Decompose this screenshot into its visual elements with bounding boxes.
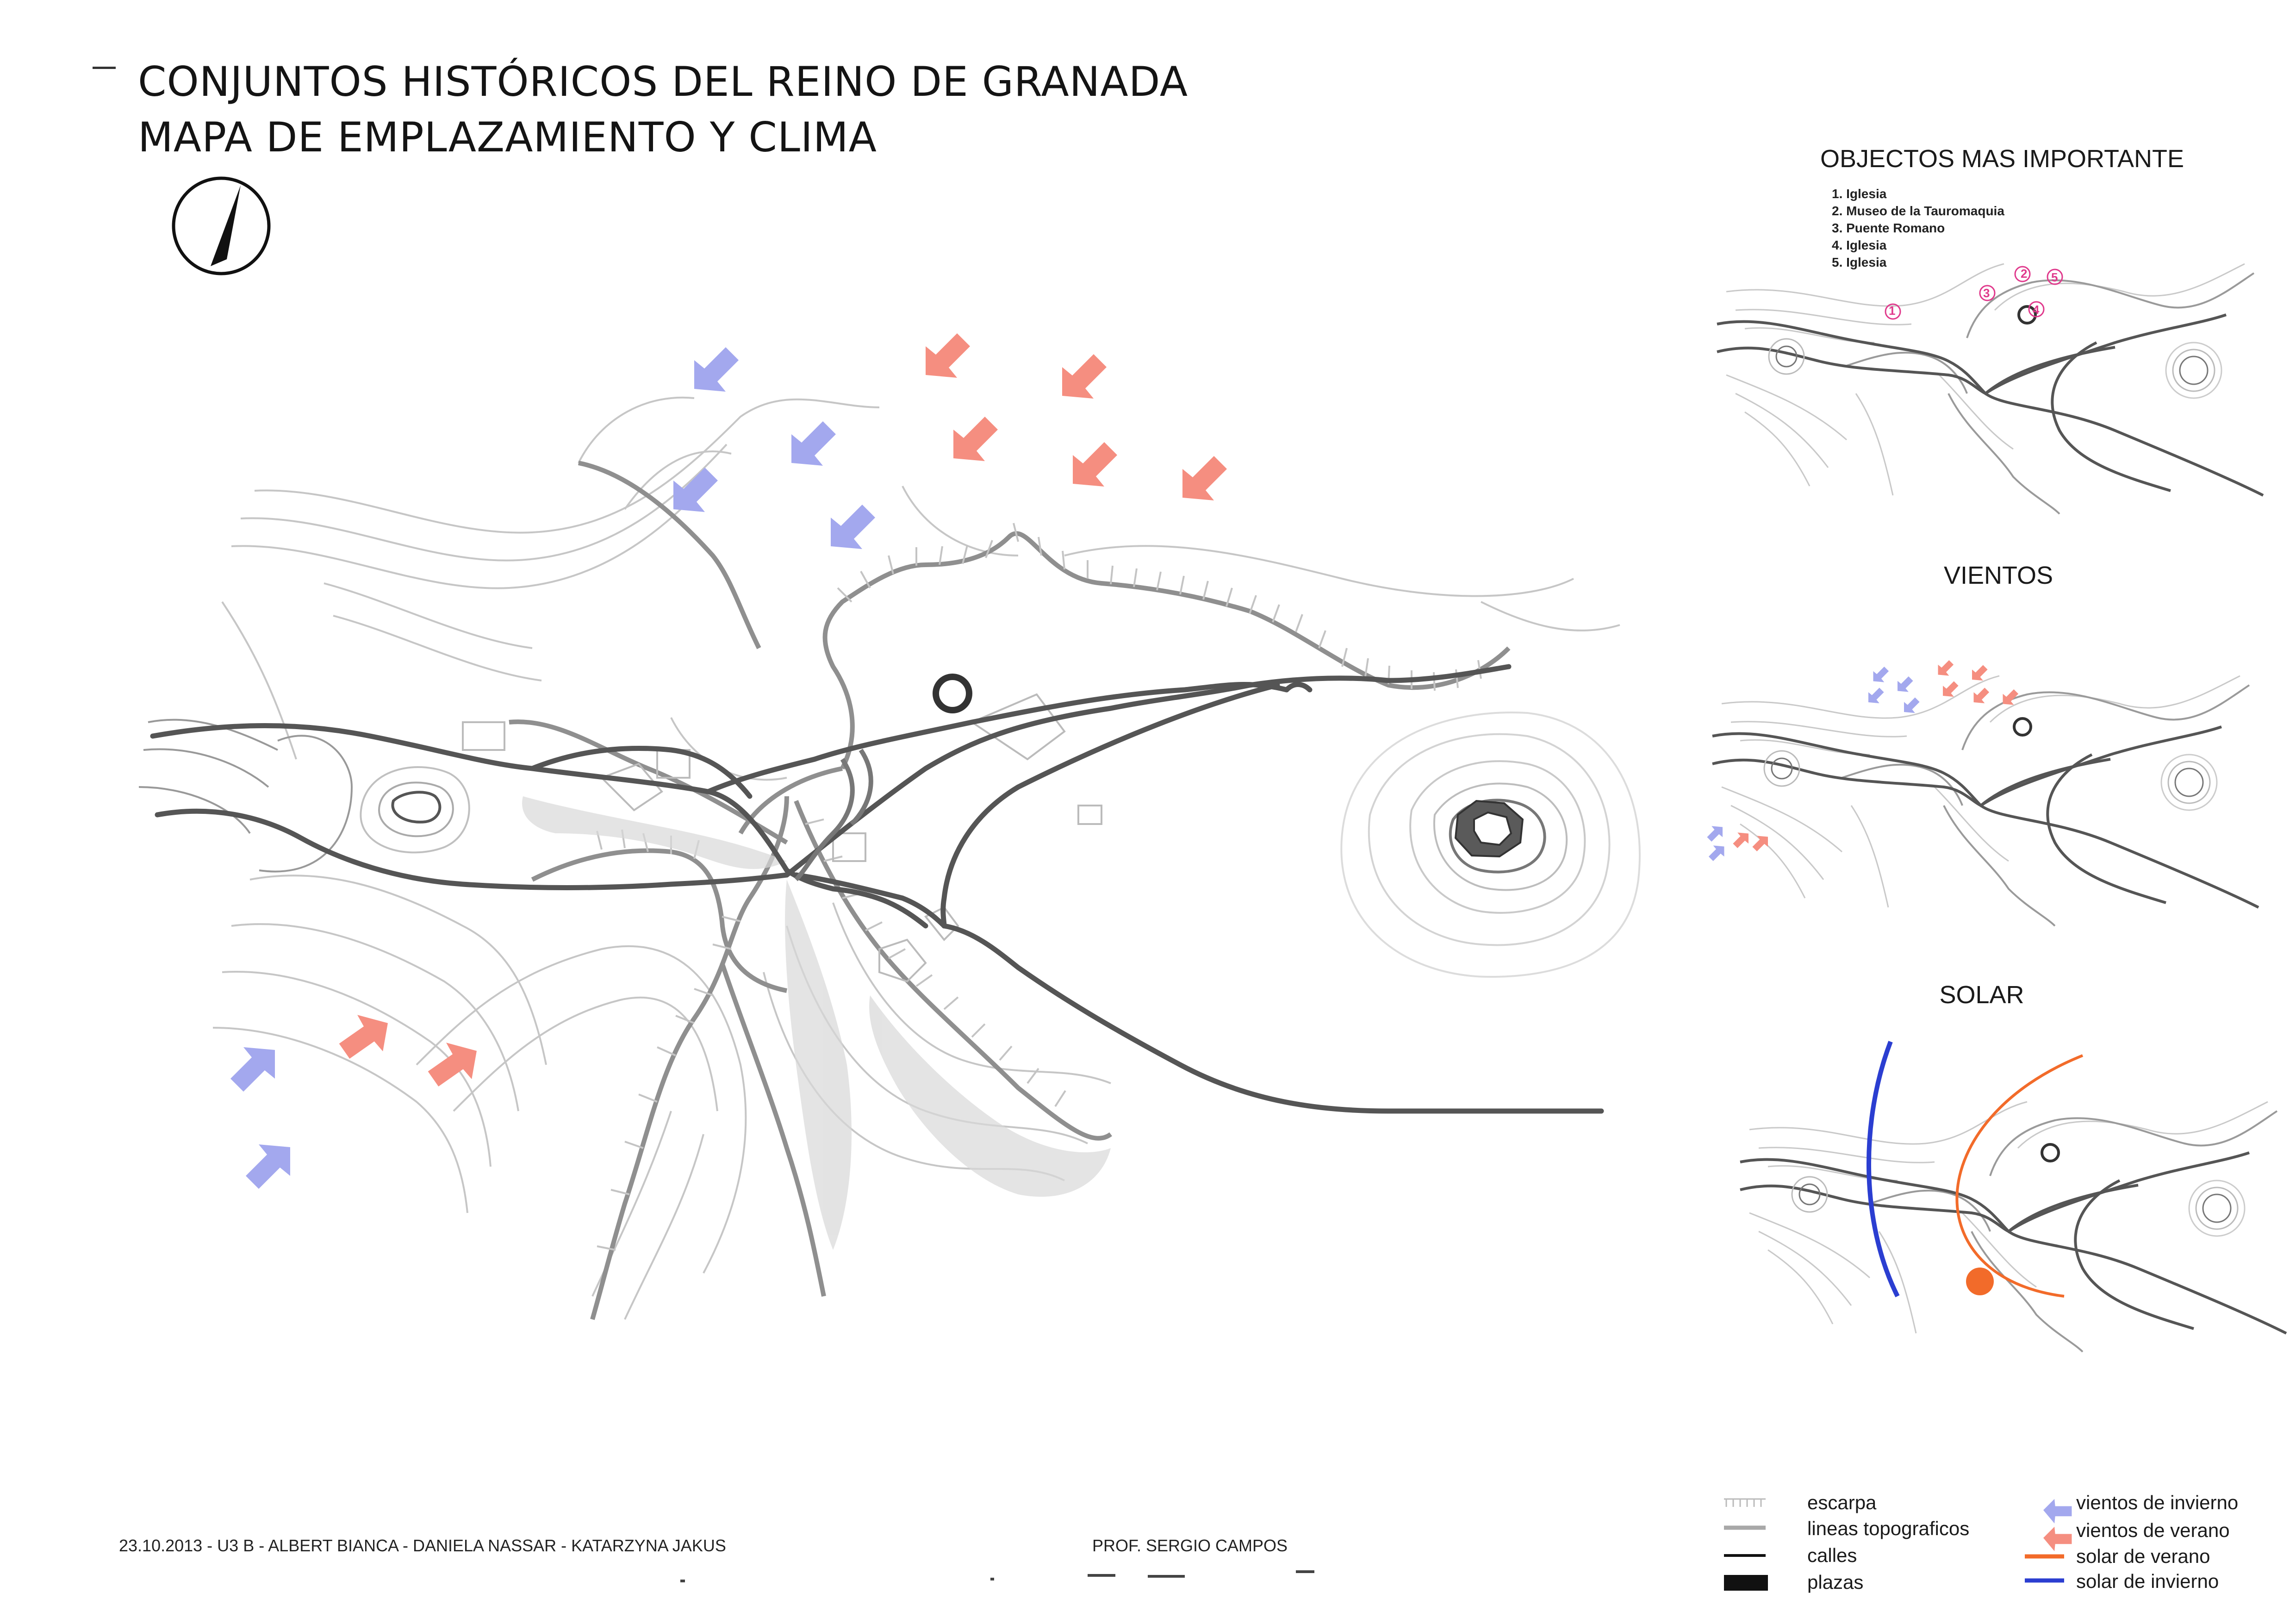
- objects-list-item: 1. Iglesia: [1832, 187, 1887, 201]
- legend-winter-sun: solar de invierno: [2076, 1570, 2219, 1592]
- hill-right: [1340, 712, 1641, 978]
- objects-list-item: 4. Iglesia: [1832, 238, 1887, 252]
- object-marker-3: 3: [1983, 286, 1990, 300]
- legend-winter-wind: vientos de invierno: [2076, 1492, 2239, 1513]
- valley-shading: [522, 796, 1111, 1250]
- objects-list-item: 2. Museo de la Tauromaquia: [1832, 204, 2004, 218]
- object-marker-1: 1: [1889, 304, 1896, 318]
- footer-credits: 23.10.2013 - U3 B - ALBERT BIANCA - DANI…: [119, 1536, 726, 1555]
- summer-sun-path: [1955, 1054, 2084, 1298]
- footer-marks: [680, 1570, 1314, 1582]
- objects-panel-title: OBJECTOS MAS IMPORTANTE: [1820, 145, 2184, 173]
- legend-summer-wind: vientos de verano: [2076, 1519, 2230, 1541]
- object-marker-4: 4: [2033, 303, 2040, 317]
- legend-topo: lineas topograficos: [1807, 1518, 1970, 1539]
- legend-escarpa: escarpa: [1807, 1492, 1877, 1513]
- legend-calles: calles: [1807, 1544, 1857, 1566]
- objects-list: 1. Iglesia 2. Museo de la Tauromaquia 3.…: [1832, 185, 2004, 271]
- legend-plazas: plazas: [1807, 1571, 1864, 1593]
- bullring-marker: [933, 674, 972, 713]
- plazas: [462, 693, 1102, 983]
- north-arrow-icon: [172, 176, 271, 275]
- winds-minimap: [1707, 660, 2259, 926]
- object-marker-5: 5: [2051, 270, 2058, 284]
- legend-swatches: [1724, 1493, 2077, 1591]
- title-line-2: MAPA DE EMPLAZAMIENTO Y CLIMA: [138, 113, 877, 161]
- escarpment-hatching: [596, 523, 1482, 1251]
- winds-panel-title: VIENTOS: [1943, 562, 2053, 589]
- sun-icon: [1966, 1268, 1994, 1295]
- title-line-1: CONJUNTOS HISTÓRICOS DEL REINO DE GRANAD…: [138, 58, 1188, 106]
- river: [794, 749, 873, 881]
- topographic-lines: [212, 396, 1620, 1320]
- roads: [150, 664, 1604, 1114]
- objects-list-item: 3. Puente Romano: [1832, 221, 1945, 235]
- footer-professor: PROF. SERGIO CAMPOS: [1092, 1536, 1288, 1555]
- hill-left: [138, 718, 470, 873]
- escarpment-ridges: [509, 461, 1511, 1320]
- winter-sun-path: [1866, 1041, 1900, 1298]
- object-marker-2: 2: [2021, 267, 2028, 281]
- solar-minimap: [1740, 1102, 2286, 1352]
- objects-minimap: [1717, 264, 2263, 514]
- legend-summer-sun: solar de verano: [2076, 1545, 2210, 1567]
- solar-panel-title: SOLAR: [1939, 981, 2024, 1009]
- objects-list-item: 5. Iglesia: [1832, 255, 1887, 269]
